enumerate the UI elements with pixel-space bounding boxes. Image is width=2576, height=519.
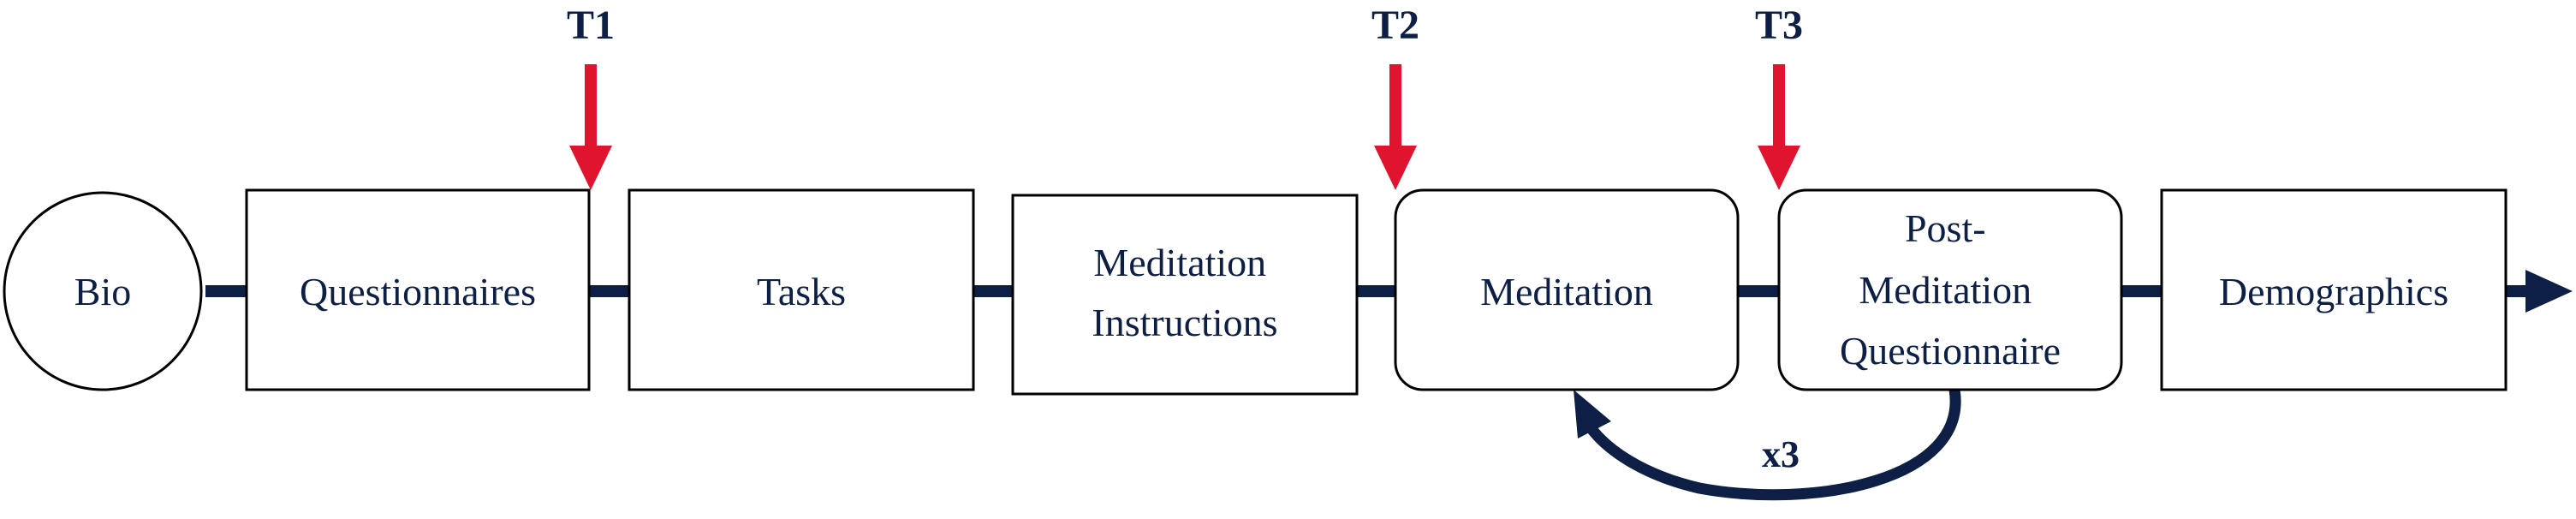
demographics-box bbox=[2160, 188, 2508, 391]
meditation-box bbox=[1394, 188, 1740, 391]
time-marker-t2-shaft bbox=[1389, 64, 1401, 150]
time-marker-t3: T3 bbox=[1755, 3, 1803, 190]
tasks-box bbox=[628, 188, 975, 391]
bio-circle bbox=[3, 191, 203, 391]
meditation-label: Meditation bbox=[1480, 270, 1653, 313]
repeat-loop: x3 bbox=[1574, 388, 1961, 501]
questionnaires-label: Questionnaires bbox=[300, 270, 536, 313]
tasks-label: Tasks bbox=[757, 270, 846, 313]
bio-label: Bio bbox=[74, 270, 131, 313]
loop-arrow-curve bbox=[1583, 388, 1961, 501]
time-marker-t1: T1 bbox=[567, 3, 615, 190]
demographics-node: Demographics bbox=[2160, 188, 2508, 391]
bio-node: Bio bbox=[3, 191, 203, 391]
time-marker-t1-label: T1 bbox=[567, 3, 615, 48]
questionnaires-box bbox=[245, 188, 591, 391]
meditation-instructions-node: Meditation Instructions bbox=[1011, 194, 1359, 396]
exit-arrowhead bbox=[2525, 270, 2573, 313]
time-marker-t2-arrowhead bbox=[1374, 146, 1417, 190]
time-marker-t2-label: T2 bbox=[1371, 3, 1419, 48]
loop-label: x3 bbox=[1762, 433, 1800, 475]
meditation-node: Meditation bbox=[1394, 188, 1740, 391]
time-marker-t3-shaft bbox=[1773, 64, 1785, 150]
post-meditation-questionnaire-box bbox=[1777, 188, 2123, 391]
tasks-node: Tasks bbox=[628, 188, 975, 391]
meditation-instructions-label: Meditation Instructions bbox=[1092, 241, 1277, 344]
meditation-instructions-box bbox=[1011, 194, 1359, 396]
time-marker-t1-shaft bbox=[585, 64, 597, 150]
post-meditation-questionnaire-node: Post- Meditation Questionnaire bbox=[1777, 188, 2123, 391]
questionnaires-node: Questionnaires bbox=[245, 188, 591, 391]
time-marker-t1-arrowhead bbox=[569, 146, 612, 190]
demographics-label: Demographics bbox=[2219, 270, 2448, 313]
time-marker-t3-label: T3 bbox=[1755, 3, 1803, 48]
time-marker-t3-arrowhead bbox=[1758, 146, 1800, 190]
time-marker-t2: T2 bbox=[1371, 3, 1419, 190]
loop-arrowhead bbox=[1574, 390, 1611, 438]
flow-connectors bbox=[205, 270, 2573, 313]
post-meditation-questionnaire-label: Post- Meditation Questionnaire bbox=[1840, 206, 2061, 373]
